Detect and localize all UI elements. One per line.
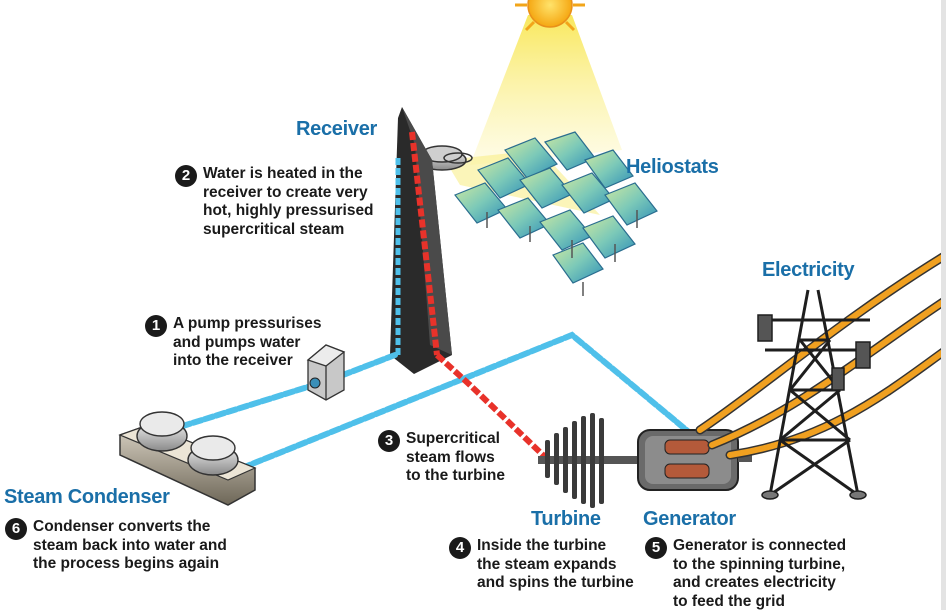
step-2: 2 Water is heated in the receiver to cre… [175, 165, 374, 239]
electricity-heading: Electricity [762, 259, 855, 281]
step-number-badge: 2 [175, 165, 197, 187]
sun-icon [470, 0, 622, 165]
step-number-badge: 5 [645, 537, 667, 559]
step-text: Inside the turbine the steam expands and… [477, 537, 634, 591]
step-number-badge: 3 [378, 430, 400, 452]
receiver-disc [417, 145, 473, 171]
step-text: A pump pressurises and pumps water into … [173, 315, 322, 369]
steam-pipe [434, 352, 548, 460]
steam-condenser-heading: Steam Condenser [4, 486, 170, 508]
step-number-badge: 1 [145, 315, 167, 337]
pylon-icon [757, 289, 871, 500]
generator-heading: Generator [643, 508, 736, 530]
step-4: 4 Inside the turbine the steam expands a… [449, 537, 634, 593]
step-3: 3 Supercritical steam flows to the turbi… [378, 430, 505, 486]
heliostat-mirror-icon [454, 131, 658, 296]
step-text: Supercritical steam flows to the turbine [406, 430, 506, 484]
step-text: Water is heated in the receiver to creat… [203, 165, 374, 238]
turbine-icon [538, 413, 648, 508]
step-number-badge: 4 [449, 537, 471, 559]
step-text: Generator is connected to the spinning t… [673, 537, 847, 610]
heliostats-heading: Heliostats [626, 156, 719, 178]
pump-icon [306, 344, 346, 401]
receiver-heading: Receiver [296, 118, 377, 140]
turbine-heading: Turbine [531, 508, 601, 530]
step-5: 5 Generator is connected to the spinning… [645, 537, 846, 610]
condenser-icon [118, 411, 257, 506]
step-6: 6 Condenser converts the steam back into… [5, 518, 227, 574]
right-edge-shadow [941, 0, 946, 610]
step-text: Condenser converts the steam back into w… [33, 518, 227, 572]
receiver-tower-icon [390, 107, 452, 374]
step-number-badge: 6 [5, 518, 27, 540]
power-lines [695, 250, 946, 460]
step-1: 1 A pump pressurises and pumps water int… [145, 315, 321, 371]
